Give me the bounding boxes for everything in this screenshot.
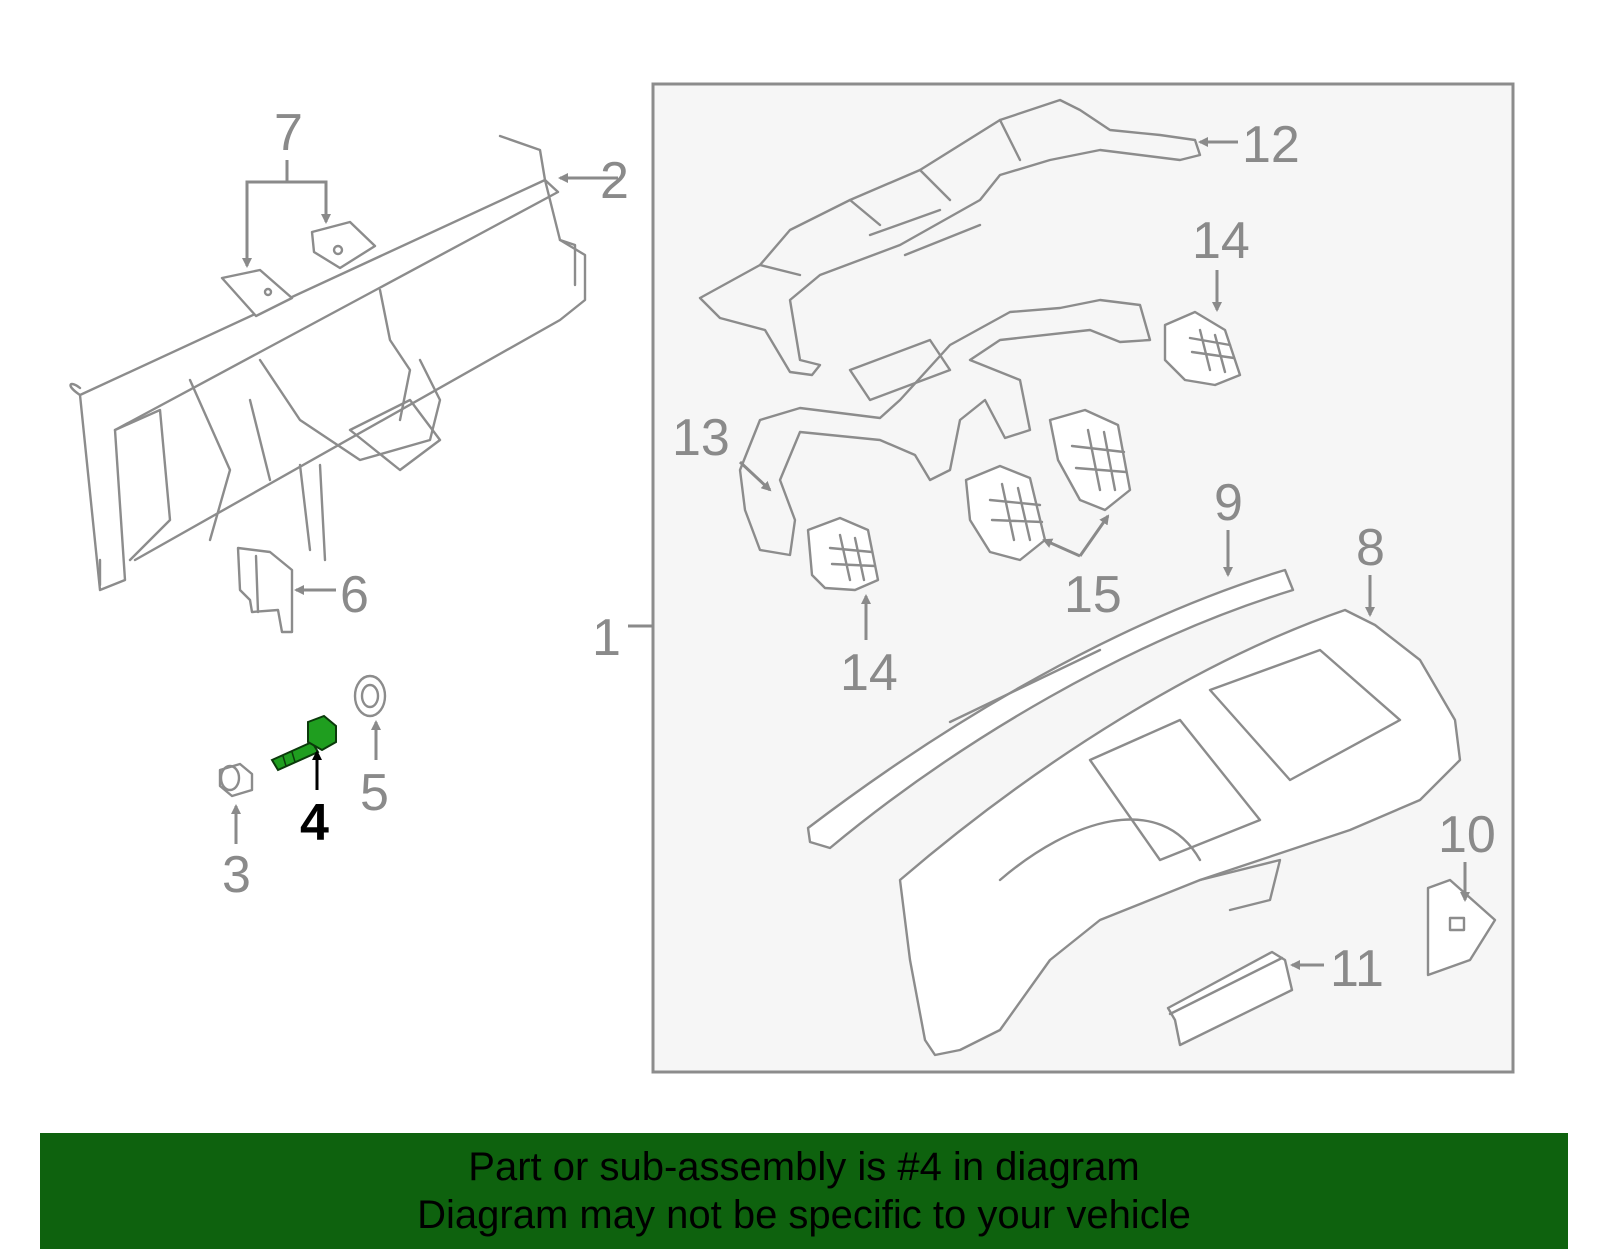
callout-8: 8 bbox=[1356, 519, 1385, 577]
part-11-trim-panel bbox=[1166, 950, 1294, 1047]
callout-11: 11 bbox=[1330, 940, 1384, 998]
part-6-bracket bbox=[236, 546, 294, 634]
callout-10: 10 bbox=[1438, 806, 1496, 864]
part-5-washer bbox=[353, 674, 387, 718]
callout-14-bottom: 14 bbox=[840, 644, 898, 702]
part-14-vent-left bbox=[806, 516, 880, 592]
callout-3: 3 bbox=[222, 846, 251, 904]
part-4-bolt bbox=[270, 714, 337, 772]
info-banner: Part or sub-assembly is #4 in diagram Di… bbox=[40, 1133, 1568, 1249]
callout-2: 2 bbox=[600, 152, 629, 210]
part-14-vent-right bbox=[1163, 310, 1242, 387]
part-7-brackets bbox=[220, 220, 377, 318]
callout-15: 15 bbox=[1064, 566, 1122, 624]
part-13-duct bbox=[738, 298, 1152, 557]
part-10-switch-panel bbox=[1426, 878, 1497, 977]
part-9-trim-strip bbox=[806, 568, 1295, 850]
part-8-instrument-panel bbox=[898, 608, 1462, 1057]
part-3-spacer bbox=[218, 762, 254, 798]
callout-12: 12 bbox=[1242, 116, 1300, 174]
part-15-vents bbox=[964, 408, 1132, 562]
banner-line-2: Diagram may not be specific to your vehi… bbox=[417, 1193, 1191, 1237]
callout-1: 1 bbox=[592, 609, 621, 667]
callout-14-top: 14 bbox=[1192, 212, 1250, 270]
callout-9: 9 bbox=[1214, 474, 1243, 532]
banner-line-1: Part or sub-assembly is #4 in diagram bbox=[468, 1145, 1140, 1189]
callout-13: 13 bbox=[672, 409, 730, 467]
callout-4: 4 bbox=[300, 794, 329, 852]
callout-7: 7 bbox=[274, 104, 303, 162]
callout-6: 6 bbox=[340, 566, 369, 624]
callout-5: 5 bbox=[360, 764, 389, 822]
part-2-crossmember bbox=[69, 134, 587, 592]
part-12-defroster-duct bbox=[698, 98, 1202, 377]
